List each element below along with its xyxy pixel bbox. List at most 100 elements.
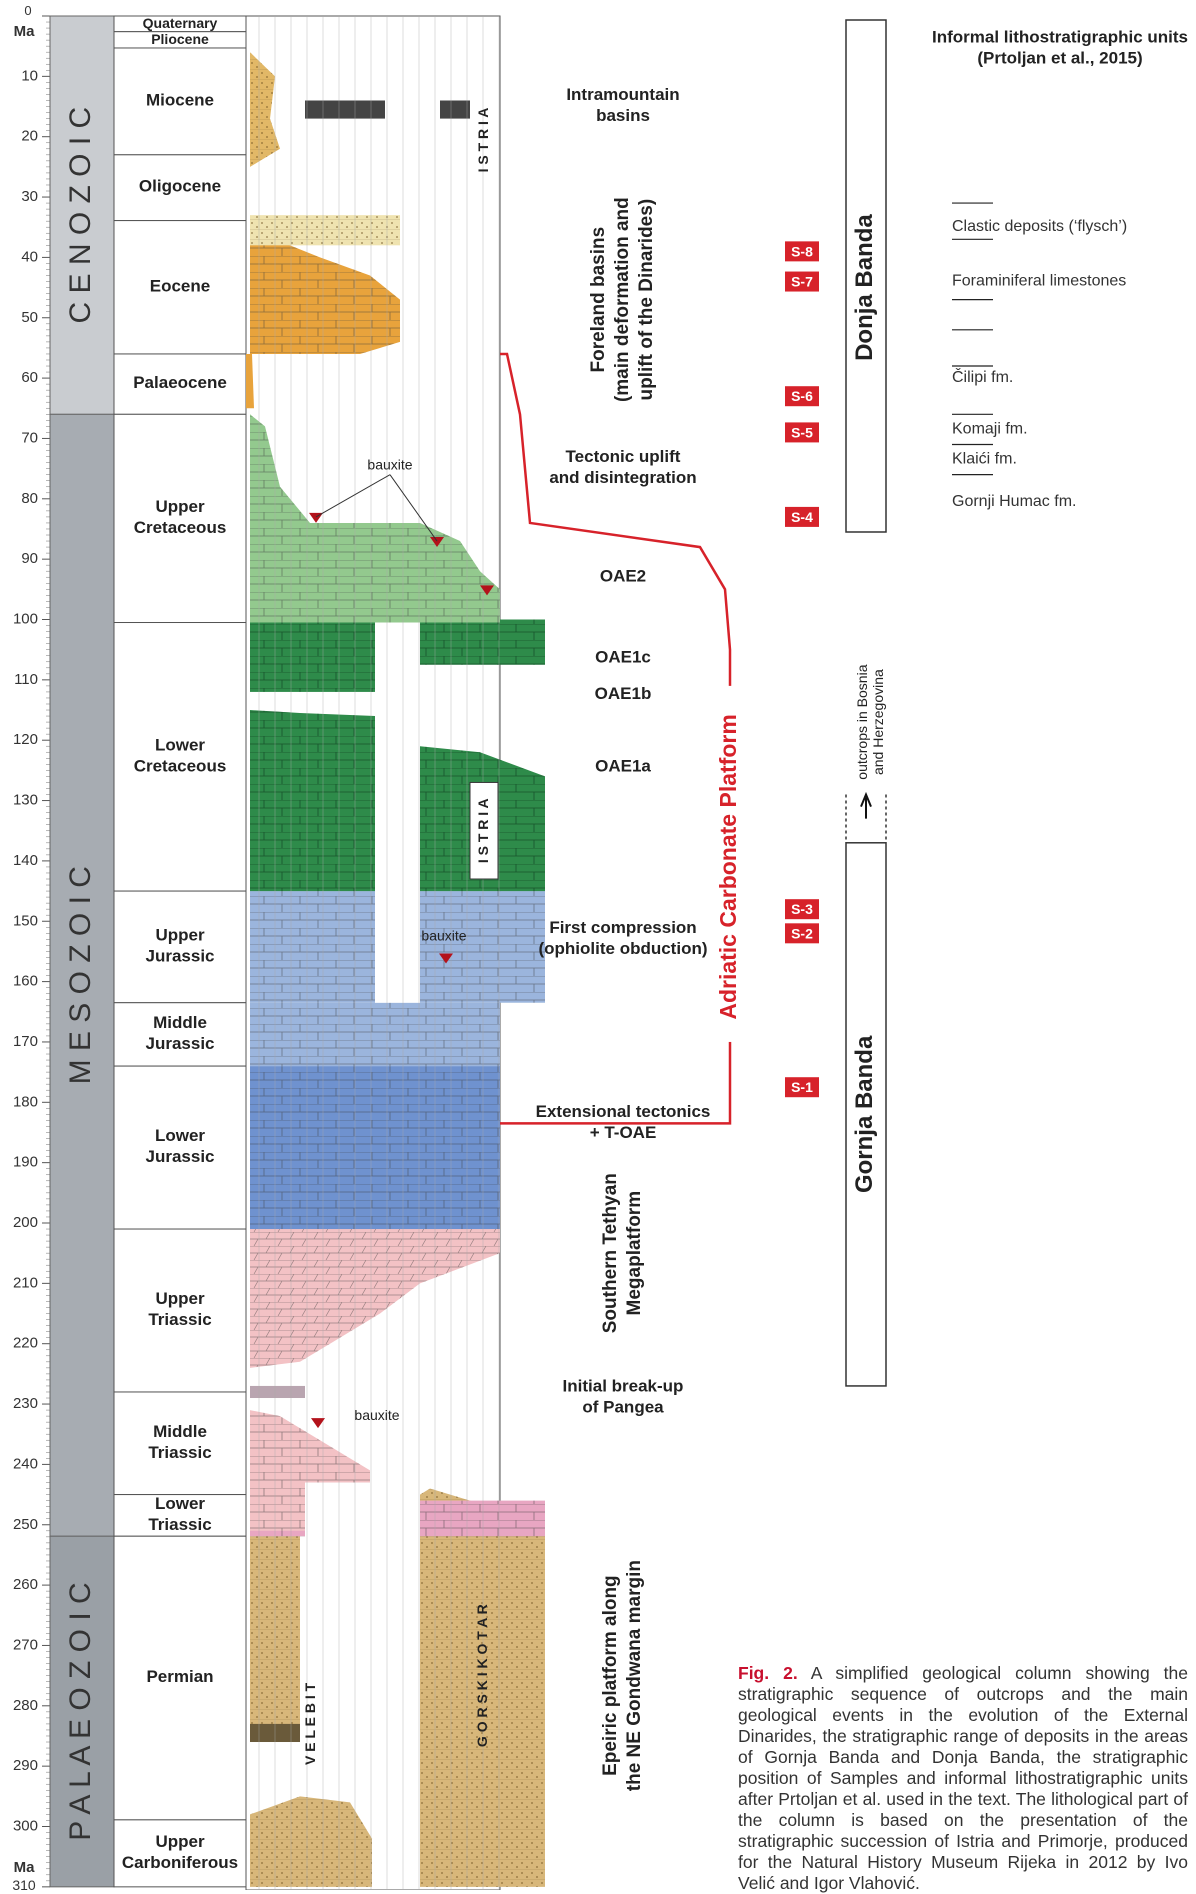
istria-box (469, 781, 499, 880)
section-note-line: outcrops in Bosnia (854, 664, 870, 779)
litho-gap (375, 622, 420, 1003)
event-label-line: OAE1b (595, 684, 652, 703)
vertical-event-label-line: Southern Tethyan (600, 1173, 621, 1333)
sample-badge (785, 422, 819, 443)
tick-label-line: 250 (13, 1516, 38, 1533)
tick-label: 260 (13, 1576, 38, 1593)
unit-name: Čilipi fm. (952, 367, 1013, 386)
period-name-line: Permian (146, 1668, 213, 1687)
era-name: C E N O Z O I C (64, 107, 97, 324)
tick-label-line: 170 (13, 1033, 38, 1050)
tick-label: 10 (21, 67, 38, 84)
sample-id: S-2 (791, 925, 813, 941)
period-name-line: Upper (155, 1289, 205, 1308)
event-label-line: and disintegration (549, 469, 696, 488)
bauxite-icon (480, 585, 494, 596)
vertical-event-label-line: the NE Gondwana margin (624, 1560, 645, 1791)
tick-label: 20 (21, 128, 38, 145)
tick-label: 90 (21, 550, 38, 567)
tick-label: 290 (13, 1757, 38, 1774)
period-name-line: Pliocene (151, 31, 209, 47)
sample-id-line: S-1 (791, 1079, 813, 1095)
tick-label-line: 190 (13, 1154, 38, 1171)
sample-markers: S-8S-7S-6S-5S-4S-3S-2S-1 (785, 241, 819, 1098)
label-bauxite-3: bauxite (354, 1407, 399, 1423)
event-label: OAE2 (600, 567, 646, 586)
tick-label-line: 210 (13, 1274, 38, 1291)
era-box (49, 15, 115, 415)
period-name-line: Middle (153, 1422, 207, 1441)
litho-triassic-lens (250, 1385, 305, 1399)
tick-label-line: 200 (13, 1214, 38, 1231)
sample-id-line: S-7 (791, 273, 813, 289)
unit-name: Foraminiferal limestones (952, 273, 1126, 290)
tick-label: 160 (13, 973, 38, 990)
section-note-line: and Herzegovina (870, 669, 886, 775)
section-note: outcrops in Bosniaand Herzegovina (854, 664, 886, 779)
event-label: Extensional tectonics+ T-OAE (536, 1102, 711, 1142)
tick-label-line: 50 (21, 309, 38, 326)
period-name-line: Triassic (148, 1443, 211, 1462)
tick-label: 80 (21, 490, 38, 507)
tick-label-line: 120 (13, 731, 38, 748)
sample-id: S-4 (791, 509, 813, 525)
label-bauxite-3-line: bauxite (354, 1407, 399, 1423)
litho-upper-cretaceous-pattern (250, 414, 500, 623)
litho-upper-triassic-pattern (250, 1229, 500, 1368)
section-bars: Donja Banda outcrops in Bosniaand Herzego… (845, 19, 887, 1387)
tick-label: 230 (13, 1395, 38, 1412)
unit-name: Clastic deposits (‘flysch’) (952, 218, 1127, 235)
litho-upper-jurassic-istria-pattern (420, 891, 545, 1003)
tick-label-line: 10 (21, 67, 38, 84)
period-name-line: Eocene (150, 277, 210, 296)
event-label: OAE1c (595, 648, 651, 667)
tick-label-line: 100 (13, 610, 38, 627)
event-label-line: Tectonic uplift (566, 448, 681, 467)
unit-name: Gornji Humac fm. (952, 493, 1076, 510)
tick-label: 310 (12, 1877, 36, 1890)
sample-id: S-3 (791, 901, 813, 917)
tick-label: 270 (13, 1636, 38, 1653)
sample-id: S-8 (791, 243, 813, 259)
tick-label: 140 (13, 852, 38, 869)
event-label-line: + T-OAE (590, 1123, 657, 1142)
time-axis: 0102030405060708090100110120130140150160… (12, 3, 50, 1890)
litho-eocene-flysch-pattern (250, 215, 400, 246)
sample-id-line: S-3 (791, 901, 813, 917)
era-name-line: M E S O Z O I C (64, 866, 97, 1084)
bauxite-icon (439, 953, 453, 964)
period-name-line: Jurassic (146, 1034, 215, 1053)
period-name: Pliocene (151, 31, 209, 47)
event-label-line: OAE2 (600, 567, 646, 586)
era-box (49, 1535, 115, 1888)
unit-name-line: Klaići fm. (952, 451, 1017, 468)
section-name-gornja-line: Gornja Banda (851, 1035, 878, 1193)
tick-label-line: 130 (13, 792, 38, 809)
sample-id-line: S-4 (791, 509, 813, 525)
period-box (113, 1535, 247, 1821)
tick-label-line: 230 (13, 1395, 38, 1412)
period-box (113, 47, 247, 156)
tick-label-line: 90 (21, 550, 38, 567)
tick-label: 220 (13, 1335, 38, 1352)
tick-label: 60 (21, 369, 38, 386)
tick-label-line: 220 (13, 1335, 38, 1352)
tick-label: 240 (13, 1455, 38, 1472)
axis-unit-bottom-line: Ma (14, 1859, 35, 1876)
tick-label-line: 140 (13, 852, 38, 869)
unit-name-line: Gornji Humac fm. (952, 493, 1076, 510)
tick-label: 50 (21, 309, 38, 326)
period-box (113, 154, 247, 222)
era-name-line: P A L A E O Z O I C (64, 1582, 97, 1840)
litho-lower-cretaceous-b-pattern (250, 710, 375, 892)
tick-label: 110 (14, 671, 38, 688)
bauxite-icon (430, 537, 444, 548)
section-name-donja: Donja Banda (851, 214, 878, 361)
vertical-event-label-line: (main deformation and (612, 197, 633, 402)
